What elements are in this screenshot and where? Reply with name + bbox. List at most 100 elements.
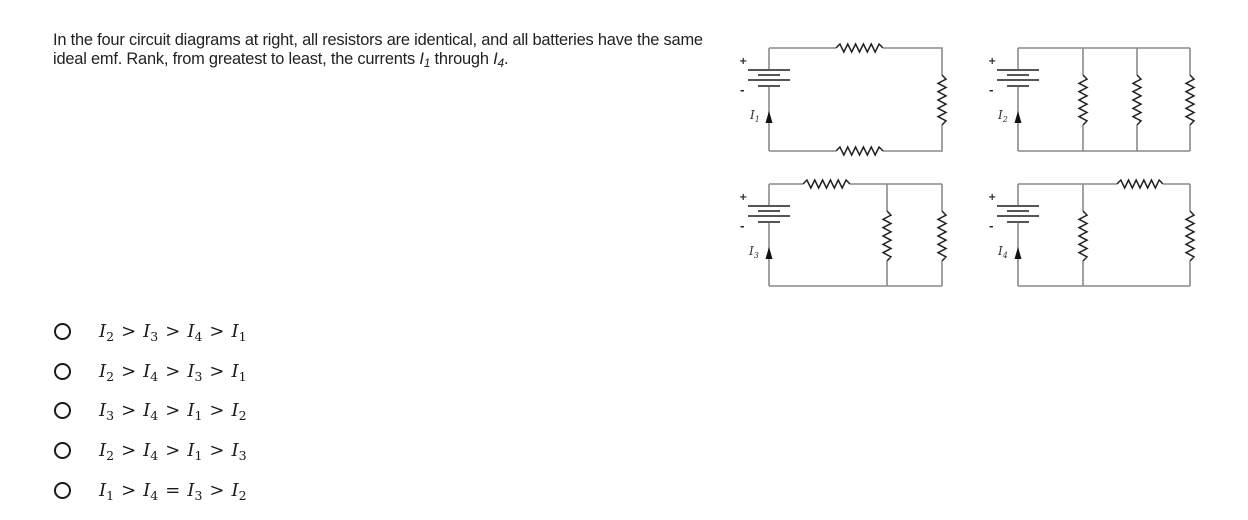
current-subscript: 2 — [238, 408, 247, 424]
current-label: I4 — [997, 244, 1008, 260]
answer-option[interactable]: I2>I4>I3>I1 — [52, 352, 247, 392]
current-term: I4 — [143, 479, 159, 503]
current-label-subscript: 4 — [1002, 251, 1008, 260]
resistor — [881, 210, 893, 262]
current-subscript: 4 — [150, 487, 159, 503]
resistor — [835, 42, 884, 54]
current-label-subscript: 1 — [755, 115, 760, 124]
wire — [883, 125, 943, 152]
current-subscript: 1 — [194, 448, 203, 464]
radio-button[interactable] — [54, 362, 71, 380]
current-subscript: 4 — [150, 368, 159, 384]
current-term: I2 — [231, 479, 247, 503]
resistor — [1116, 178, 1164, 190]
current-term: I3 — [231, 440, 247, 464]
current-subscript: 2 — [238, 487, 247, 503]
resistor — [1184, 74, 1196, 126]
variable-subscript: 1 — [423, 56, 431, 70]
comparison-operator: > — [209, 360, 225, 382]
comparison-operator: > — [121, 400, 137, 422]
radio-button[interactable] — [54, 481, 71, 499]
current-label: I3 — [748, 244, 759, 260]
comparison-operator: > — [209, 321, 225, 343]
current-term: I4 — [143, 400, 159, 424]
question-text-middle: through — [430, 50, 494, 68]
comparison-operator: > — [165, 400, 181, 422]
current-arrow-icon — [765, 247, 773, 259]
current-subscript: 1 — [238, 368, 247, 384]
comparison-operator: > — [121, 440, 137, 462]
answer-option[interactable]: I2>I4>I1>I3 — [52, 431, 247, 471]
comparison-operator: > — [209, 479, 225, 501]
circuit-1-series: +-I1 — [739, 42, 948, 157]
comparison-operator: > — [121, 360, 137, 382]
comparison-operator: > — [165, 440, 181, 462]
current-term: I2 — [99, 321, 115, 345]
current-subscript: 3 — [106, 408, 115, 424]
answer-option[interactable]: I1 > I4 = I3 > I2 — [52, 470, 247, 510]
current-term: I3 — [187, 479, 203, 503]
current-subscript: 2 — [106, 329, 115, 345]
variable-letter: I — [419, 50, 424, 68]
option-expression: I3>I4>I1>I2 — [99, 400, 247, 424]
current-term: I1 — [187, 440, 203, 464]
current-subscript: 3 — [194, 368, 203, 384]
comparison-operator: > — [209, 440, 225, 462]
resistor — [1184, 210, 1196, 262]
resistor — [1131, 74, 1143, 126]
current-label: I2 — [997, 108, 1008, 124]
current-subscript: 2 — [106, 448, 115, 464]
current-subscript: 3 — [150, 329, 159, 345]
radio-button[interactable] — [54, 442, 71, 460]
wire — [883, 47, 943, 75]
comparison-operator: > — [121, 321, 137, 343]
circuit-3-combination: +-I3 — [739, 178, 948, 287]
battery-plus-sign: + — [739, 192, 747, 203]
option-expression: I2>I4>I3>I1 — [99, 360, 247, 384]
current-subscript: 4 — [150, 408, 159, 424]
resistor — [1077, 74, 1089, 126]
battery-minus-sign: - — [740, 84, 745, 97]
current-term: I1 — [187, 400, 203, 424]
resistor — [936, 74, 948, 126]
answer-option[interactable]: I2 > I3 > I4 > I1 — [52, 312, 247, 352]
resistor — [1077, 210, 1089, 262]
current-label-subscript: 3 — [754, 251, 759, 260]
current-term: I4 — [187, 321, 203, 345]
battery-minus-sign: - — [989, 84, 994, 97]
comparison-operator: > — [165, 321, 181, 343]
comparison-operator: > — [121, 479, 137, 501]
current-term: I2 — [231, 400, 247, 424]
current-subscript: 1 — [194, 408, 203, 424]
battery-plus-sign: + — [988, 56, 996, 67]
comparison-operator: > — [209, 400, 225, 422]
circuit-diagrams-svg: +-I1+-I2+-I3+-I4 — [739, 42, 1196, 287]
current-subscript: 2 — [106, 368, 115, 384]
option-expression: I1 > I4 = I3 > I2 — [99, 479, 247, 503]
current-term: I1 — [231, 321, 247, 345]
option-expression: I2>I4>I1>I3 — [99, 440, 247, 464]
battery-plus-sign: + — [739, 56, 747, 67]
current-variable-last: I4 — [493, 50, 504, 69]
current-arrow-icon — [765, 111, 773, 123]
question-text: In the four circuit diagrams at right, a… — [53, 31, 713, 69]
answer-option[interactable]: I3>I4>I1>I2 — [52, 391, 247, 431]
current-variable-first: I1 — [419, 50, 431, 70]
radio-button[interactable] — [54, 323, 71, 341]
radio-button[interactable] — [54, 402, 71, 420]
current-term: I1 — [99, 479, 115, 503]
current-term: I3 — [143, 321, 159, 345]
current-term: I1 — [231, 360, 247, 384]
circuit-4-combination: +-I4 — [988, 178, 1196, 287]
comparison-operator: = — [165, 479, 181, 501]
resistor — [936, 210, 948, 262]
question-text-end: . — [503, 50, 509, 68]
current-term: I3 — [187, 360, 203, 384]
current-term: I4 — [143, 440, 159, 464]
current-subscript: 4 — [150, 448, 159, 464]
current-subscript: 1 — [106, 487, 115, 503]
comparison-operator: > — [165, 360, 181, 382]
question-text-start: In the four circuit diagrams at right, a… — [53, 31, 703, 68]
current-subscript: 4 — [194, 329, 203, 345]
